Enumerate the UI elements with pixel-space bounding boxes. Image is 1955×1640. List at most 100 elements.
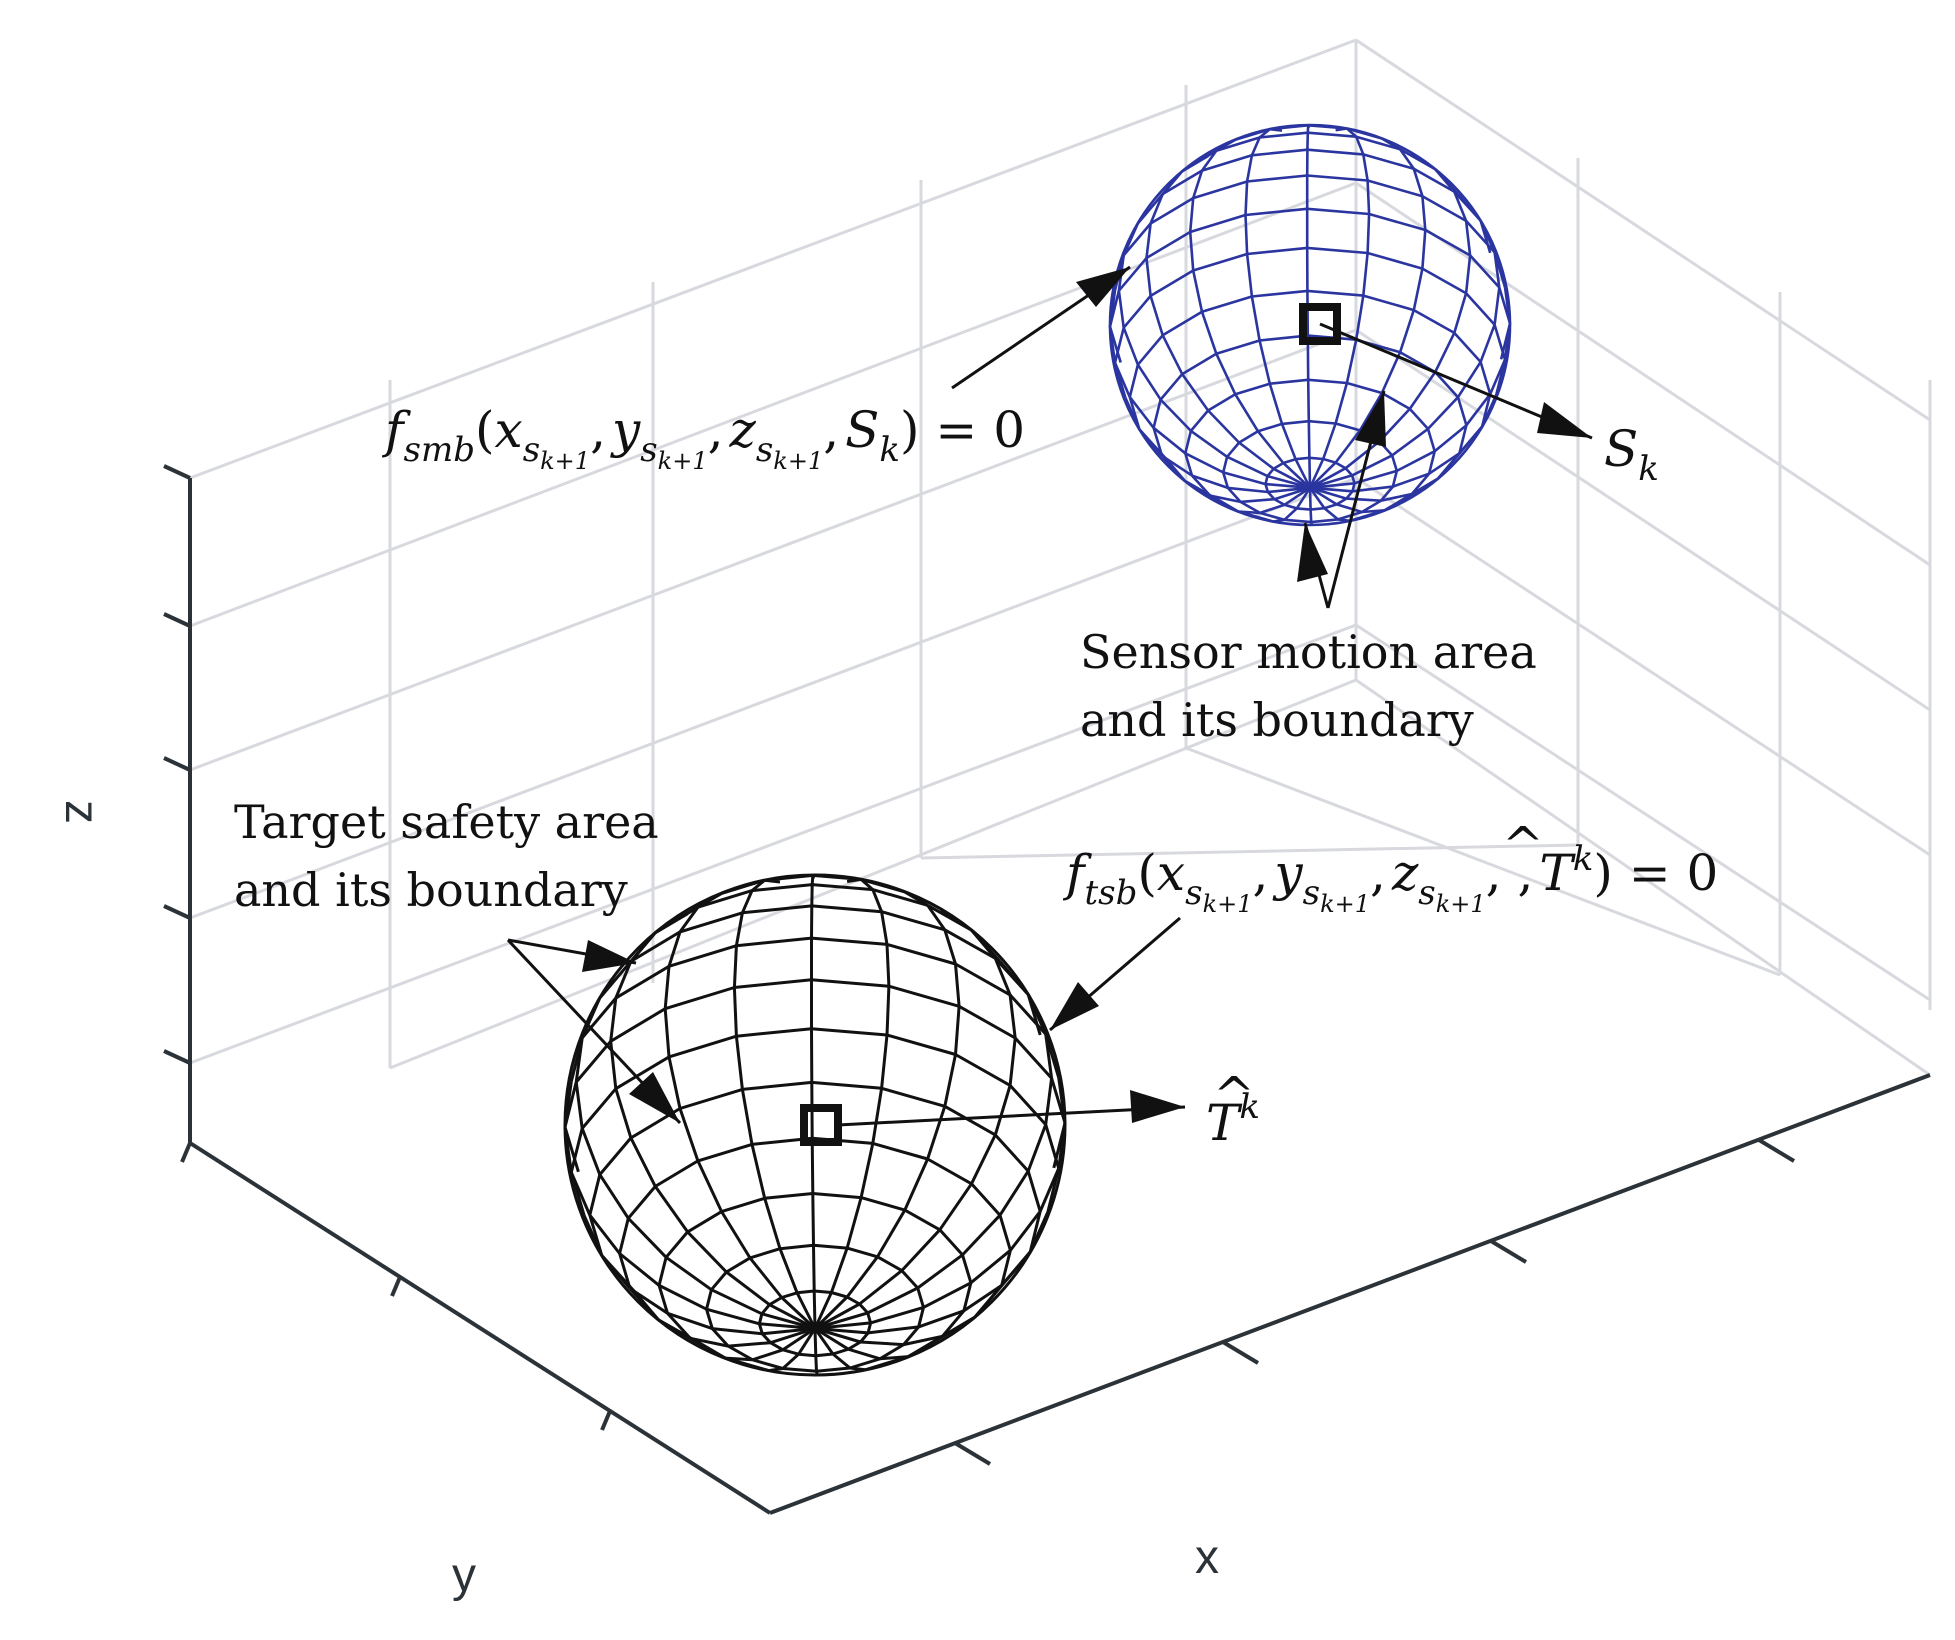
sensor-sphere-wire-476 (1366, 180, 1371, 215)
sensor-sphere-wire-369 (1209, 494, 1241, 504)
eq1-S: S (845, 401, 879, 459)
sensor-boundary-arrowhead-2 (1355, 391, 1386, 447)
sensor-sphere-wire-151 (1149, 269, 1194, 298)
target-sphere-wire-434 (663, 966, 671, 1009)
sensor-sphere-wire-384 (1227, 486, 1269, 494)
grid-right-level-3 (1355, 328, 1931, 712)
sensor-sphere-wire-174 (1307, 289, 1364, 297)
sensor-sphere-wire-91 (1162, 169, 1203, 196)
eq1-x-sub-k1: k+1 (540, 447, 590, 475)
target-safety-sphere (563, 873, 1067, 1377)
target-sphere-wire-509 (900, 1228, 941, 1272)
target-sphere-wire-503 (993, 957, 1012, 996)
target-sphere-wire-427 (768, 1303, 816, 1330)
target-sphere-wire-385 (762, 1327, 816, 1336)
target-sphere-wire-213 (764, 1192, 813, 1200)
target-sphere-outline (563, 873, 1067, 1377)
target-sphere-wire-451 (740, 1089, 754, 1145)
sensor-sphere-wire-454 (1280, 423, 1297, 460)
target-sphere-wire-440 (748, 1256, 783, 1299)
sensor-sphere-wire-209 (1184, 430, 1193, 454)
target-sphere-wire-384 (712, 1327, 763, 1336)
sensor-sphere-wire-92 (1201, 154, 1253, 172)
x-axis-tick-3 (1489, 1239, 1528, 1264)
sensor-sphere-wire-539 (1309, 482, 1355, 490)
eq2-double-comma: , , (1486, 844, 1534, 902)
sensor-sphere-wire-175 (1362, 294, 1415, 312)
target-sphere-wire-301 (814, 1327, 850, 1351)
sensor-sphere-wire-286 (1346, 497, 1381, 502)
sensor-sphere-wire-149 (1113, 327, 1125, 364)
sensor-sphere-wire-477 (1366, 213, 1371, 254)
sensor-sphere-wire-199 (1458, 424, 1468, 454)
sensor-sphere-wire-177 (1453, 332, 1482, 363)
sensor-sphere-wire-256 (1334, 461, 1347, 470)
target-sphere-wire-446 (741, 890, 754, 914)
target-sphere-wire-439 (720, 1210, 752, 1259)
target-sphere-wire-231 (725, 1256, 751, 1274)
target-sphere-wire-211 (686, 1210, 723, 1234)
target-sphere-wire-488 (926, 904, 947, 931)
target-sphere-wire-343 (797, 1327, 817, 1356)
target-sphere-wire-314 (831, 1352, 851, 1370)
target-sphere-wire-242 (832, 1347, 849, 1356)
sensor-sphere-wire-217 (1408, 408, 1429, 430)
sensor-sphere-wire-137 (1469, 254, 1501, 289)
target-sphere-wire-481 (845, 1197, 863, 1249)
sensor-sphere-wire-72 (1215, 136, 1260, 153)
sensor-sphere-wire-249 (1264, 475, 1269, 485)
grid-floor-2 (1355, 678, 1931, 1077)
grid-right-level-2 (1355, 181, 1931, 567)
sensor-sphere-wire-172 (1201, 295, 1253, 314)
target-sphere-wire-75 (872, 888, 929, 907)
target-sphere-wire-535 (1009, 1210, 1042, 1252)
sensor-sphere-wire-452 (1258, 340, 1272, 384)
sensor-sphere-wire-255 (1322, 457, 1336, 464)
z-axis-tick-4 (163, 904, 191, 920)
sensor-sphere-wire-447 (1245, 155, 1254, 182)
sensor-sphere-wire-218 (1426, 428, 1436, 452)
sensor-sphere-wire-524 (1351, 454, 1393, 477)
sensor-sphere-wire-409 (1136, 363, 1162, 401)
sensor-sphere-wire-482 (1321, 423, 1337, 460)
target-sphere-wire-468 (812, 1245, 816, 1292)
target-sphere-wire-537 (922, 1281, 972, 1309)
target-sphere-wire-382 (629, 1287, 669, 1315)
sensor-sphere-wire-314 (1323, 507, 1339, 521)
sensor-sphere-wire-224 (1284, 518, 1312, 524)
target-sphere-wire-152 (668, 1034, 737, 1059)
sensor-sphere-wire-271 (1392, 472, 1430, 488)
eq2-T-hat: ^ (1502, 816, 1544, 874)
grid-right-level-4 (1355, 476, 1931, 857)
sensor-sphere-wire-494 (1380, 351, 1402, 394)
sensor-sphere-wire-301 (1309, 486, 1338, 506)
sensor-sphere-wire-229 (1221, 456, 1229, 473)
target-sphere-wire-210 (664, 1230, 689, 1259)
sensor-sphere-wire-422 (1149, 295, 1164, 336)
target-sphere-wire-176 (944, 1104, 997, 1137)
target-sphere-wire-130 (575, 1040, 612, 1084)
sensor-sphere-wire-518 (1493, 252, 1501, 288)
target-sphere-wire-490 (954, 963, 961, 1007)
eq2-y: y (1272, 844, 1303, 902)
sensor-sphere-wire-411 (1190, 429, 1228, 458)
target-sphere-wire-299 (879, 1355, 909, 1361)
target-sphere-wire-189 (618, 1217, 630, 1254)
target-sphere-wire-110 (581, 997, 617, 1039)
target-sphere-wire-453 (763, 1197, 782, 1250)
target-sphere-wire-233 (779, 1243, 814, 1251)
target-sphere-wire-151 (615, 1055, 670, 1090)
target-sphere-wire-507 (970, 1134, 997, 1185)
sensor-motion-sphere (1108, 123, 1512, 527)
grid-back-level-4 (189, 476, 1357, 920)
target-sphere-wire-214 (812, 1192, 862, 1200)
target-sphere-wire-286 (860, 1340, 904, 1347)
sensor-sphere-wire-300 (1336, 503, 1363, 514)
eq1-open: ( (475, 401, 495, 459)
target-sphere-wire-420 (609, 997, 618, 1042)
sensor-sphere-wire-395 (1128, 396, 1155, 429)
target-sphere-wire-423 (629, 1137, 657, 1188)
target-sphere-wire-113 (736, 936, 812, 948)
target-sphere-wire-505 (1008, 1037, 1017, 1086)
